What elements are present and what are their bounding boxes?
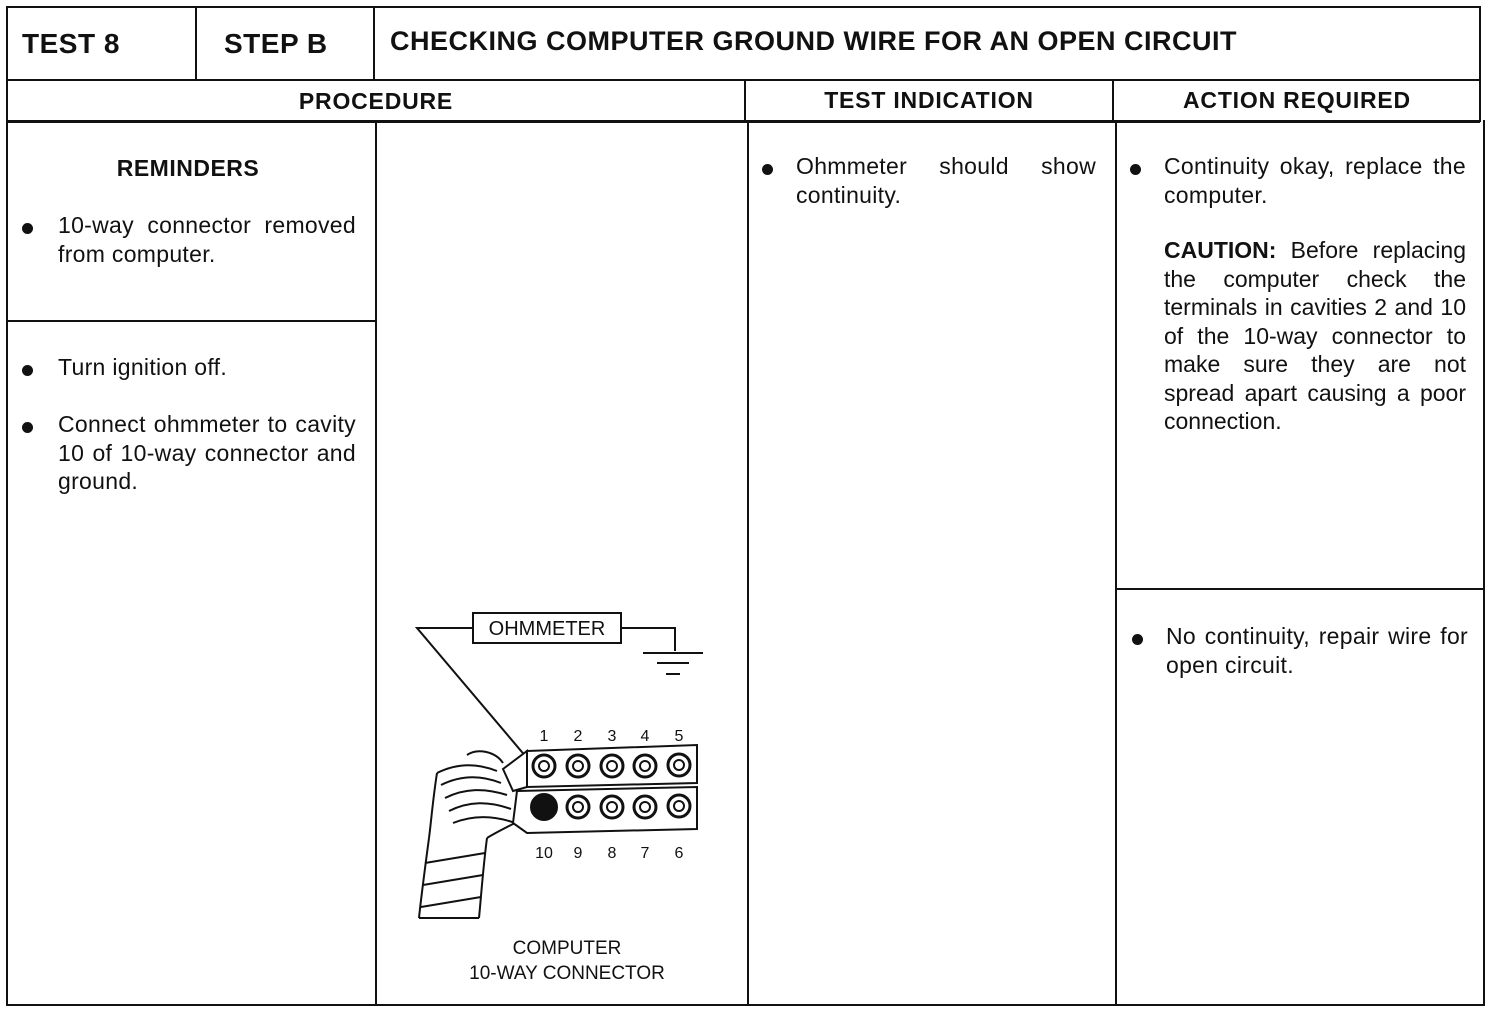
ground-symbol xyxy=(643,652,703,675)
cavity-10 xyxy=(530,793,558,821)
ohmmeter-box: OHMMETER xyxy=(472,612,622,644)
caution-label: CAUTION: xyxy=(1164,237,1277,263)
wire-harness xyxy=(418,750,516,919)
reminders-heading: REMINDERS xyxy=(116,155,260,181)
pin-label: 2 xyxy=(574,728,583,745)
bottom-cavity-row xyxy=(530,793,692,821)
column-header-procedure: PROCEDURE xyxy=(298,88,454,114)
pin-label: 4 xyxy=(641,728,650,745)
step-label: STEP B xyxy=(224,28,328,59)
top-cavity-row xyxy=(531,752,692,779)
pin-label: 7 xyxy=(641,845,650,862)
test-lead xyxy=(414,627,528,759)
diagram-caption-line2: 10-WAY CONNECTOR xyxy=(469,963,665,984)
test-number: TEST 8 xyxy=(22,28,120,59)
column-header-test-indication: TEST INDICATION xyxy=(824,87,1034,113)
column-header-action-required: ACTION REQUIRED xyxy=(1183,87,1411,113)
pin-label: 10 xyxy=(535,845,553,862)
caution-text: Before replacing the computer check the … xyxy=(1164,237,1466,434)
pin-label: 3 xyxy=(608,728,617,745)
svg-text:OHMMETER: OHMMETER xyxy=(489,618,606,640)
pin-label: 5 xyxy=(675,728,684,745)
pin-label: 6 xyxy=(675,845,684,862)
pin-label: 8 xyxy=(608,845,617,862)
page-title: CHECKING COMPUTER GROUND WIRE FOR AN OPE… xyxy=(390,26,1237,56)
diagram-caption-line1: COMPUTER xyxy=(513,938,622,959)
pin-label: 1 xyxy=(540,728,549,745)
connector-diagram: OHMMETER xyxy=(414,612,703,984)
ground-lead xyxy=(621,627,676,651)
connector-body xyxy=(501,743,698,835)
pin-label: 9 xyxy=(574,845,583,862)
caution-note: CAUTION: Before replacing the computer c… xyxy=(1164,236,1466,436)
